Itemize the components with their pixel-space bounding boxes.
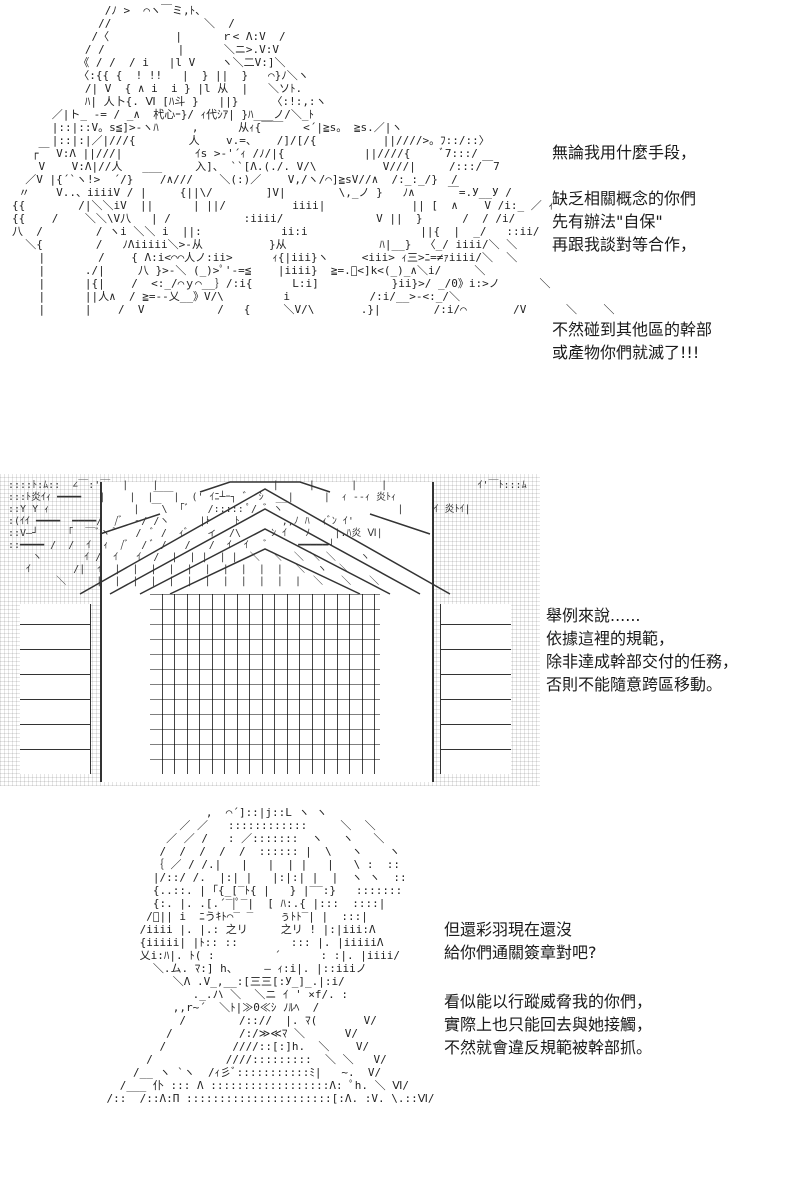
- dialogue-line: 除非達成幹部交付的任務，: [546, 652, 739, 671]
- ascii-art-character-1: /ﾉ > ⌒ヽ￣ミ,ﾄ、 // ＼ / /〈 | ｒ< Λ:V / / / | …: [12, 4, 615, 316]
- dialogue-line: 依據這裡的規範，: [546, 629, 675, 648]
- dialogue-line: 給你們通關簽章對吧?: [444, 943, 597, 962]
- roof-lines: [79, 481, 451, 595]
- dialogue-line: 再跟我談對等合作，: [552, 235, 697, 254]
- ascii-art-building: ::::ﾄ:ﾑ:: ∠￣:'￣ | | | | | | ｲ'￣ﾄ:::ﾑ :::…: [8, 480, 527, 587]
- dialogue-block: 看似能以行蹤威脅我的你們， 實際上也只能回去與她接觸， 不然就會違反規範被幹部抓…: [444, 990, 652, 1059]
- dialogue-block: 舉例來說...... 依據這裡的規範， 除非達成幹部交付的任務， 否則不能隨意跨…: [546, 604, 738, 696]
- dialogue-line: 先有辦法"自保": [552, 212, 663, 231]
- dialogue-block: 但還彩羽現在還沒 給你們通關簽章對吧?: [444, 918, 597, 964]
- grid-rows: [150, 594, 380, 774]
- dialogue-line: 看似能以行蹤威脅我的你們，: [444, 992, 653, 1011]
- dialogue-line: 但還彩羽現在還沒: [444, 920, 573, 939]
- shelf-left: [20, 604, 91, 774]
- dialogue-line: 否則不能隨意跨區移動。: [546, 675, 723, 694]
- dialogue-line: 或產物你們就滅了!!!: [552, 343, 700, 362]
- dialogue-line: 不然就會違反規範被幹部抓。: [444, 1038, 653, 1057]
- dialogue-block: 無論我用什麼手段， 缺乏相關概念的你們 先有辦法"自保" 再跟我談對等合作，: [552, 141, 696, 256]
- building-illustration: ::::ﾄ:ﾑ:: ∠￣:'￣ | | | | | | ｲ'￣ﾄ:::ﾑ :::…: [0, 474, 540, 786]
- dialogue-line: 無論我用什麼手段，: [552, 143, 697, 162]
- panel-building-scene: ::::ﾄ:ﾑ:: ∠￣:'￣ | | | | | | ｲ'￣ﾄ:::ﾑ :::…: [0, 474, 800, 786]
- shelf-right: [440, 604, 511, 774]
- dialogue-line: 實際上也只能回去與她接觸，: [444, 1015, 653, 1034]
- panel-girl-character: , ⌒´]::|j::L ヽ ヽ ／ ／ :::::::::::: ＼ ＼ ／ …: [0, 800, 800, 1200]
- dialogue-block: 不然碰到其他區的幹部 或產物你們就滅了!!!: [552, 318, 712, 364]
- ascii-art-character-2: , ⌒´]::|j::L ヽ ヽ ／ ／ :::::::::::: ＼ ＼ ／ …: [106, 806, 435, 1105]
- dialogue-line: 不然碰到其他區的幹部: [552, 320, 713, 339]
- dialogue-line: 舉例來說......: [546, 606, 641, 625]
- panel-villain-speech: /ﾉ > ⌒ヽ￣ミ,ﾄ、 // ＼ / /〈 | ｒ< Λ:V / / / | …: [0, 0, 800, 460]
- dialogue-line: 缺乏相關概念的你們: [552, 189, 697, 208]
